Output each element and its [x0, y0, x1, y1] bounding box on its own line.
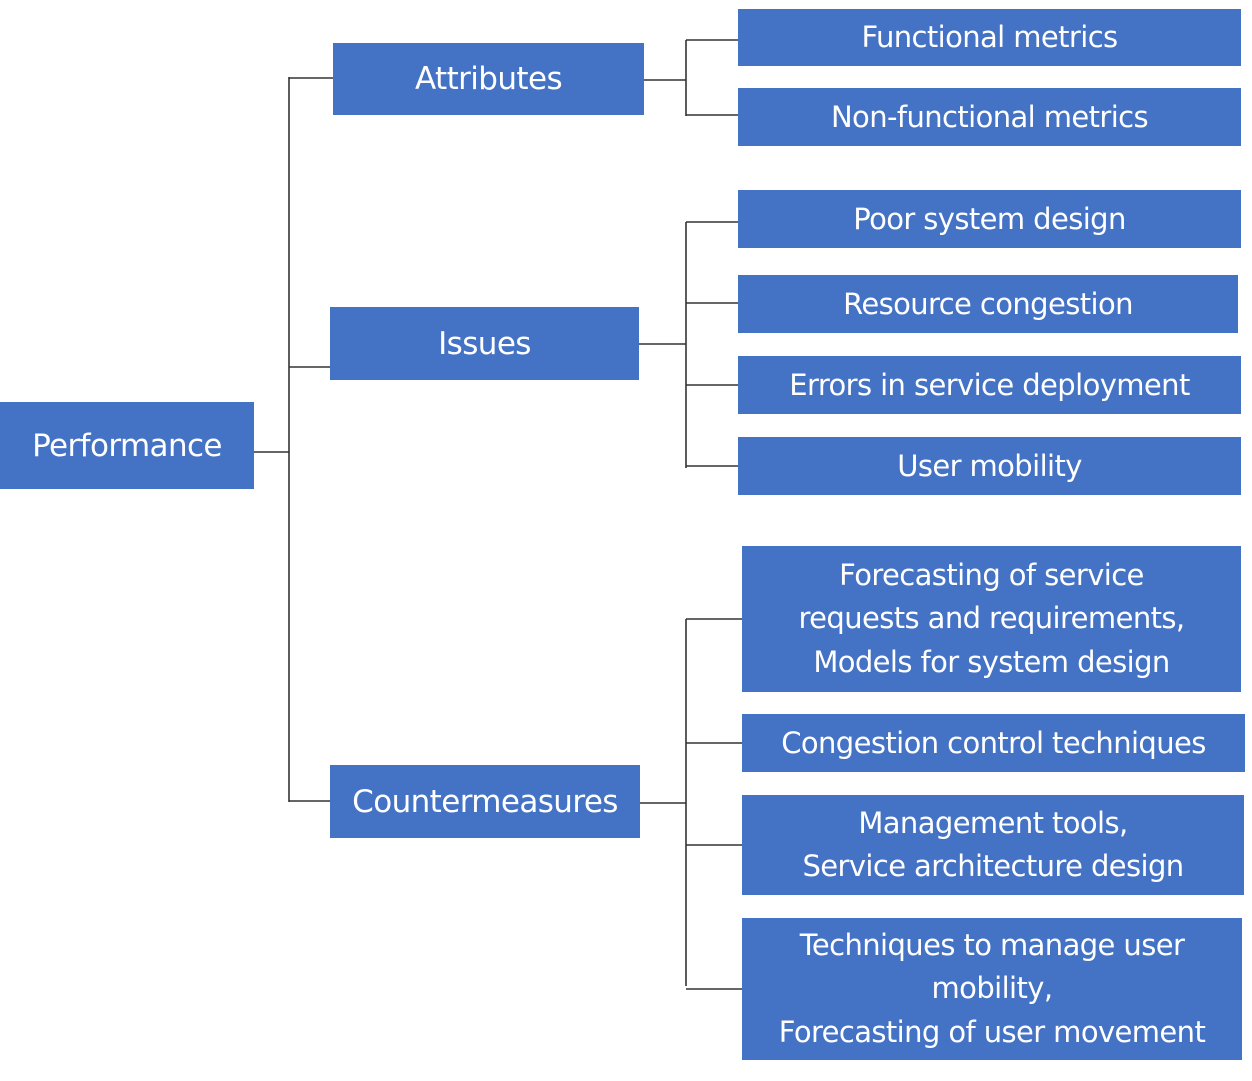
node-management-tools: Management tools, Service architecture d… — [742, 795, 1244, 895]
node-countermeasures-label: Countermeasures — [352, 783, 618, 820]
node-functional-metrics-label: Functional metrics — [861, 20, 1118, 55]
node-resource-congestion: Resource congestion — [738, 275, 1238, 333]
node-poor-system-design-label: Poor system design — [853, 201, 1126, 236]
node-forecasting-service-requests: Forecasting of service requests and requ… — [742, 546, 1241, 692]
node-issues: Issues — [330, 307, 639, 380]
node-non-functional-metrics-label: Non-functional metrics — [830, 99, 1149, 134]
node-errors-in-service-deployment-label: Errors in service deployment — [789, 367, 1190, 402]
node-user-mobility-label: User mobility — [897, 448, 1082, 483]
node-errors-in-service-deployment: Errors in service deployment — [738, 356, 1241, 414]
node-techniques-user-mobility: Techniques to manage user mobility, Fore… — [742, 918, 1242, 1060]
node-management-tools-label: Management tools, Service architecture d… — [802, 805, 1184, 884]
node-techniques-user-mobility-label: Techniques to manage user mobility, Fore… — [778, 927, 1206, 1049]
node-congestion-control-techniques: Congestion control techniques — [742, 714, 1245, 772]
node-non-functional-metrics: Non-functional metrics — [738, 88, 1241, 146]
node-poor-system-design: Poor system design — [738, 190, 1241, 248]
node-resource-congestion-label: Resource congestion — [843, 286, 1133, 321]
node-countermeasures: Countermeasures — [330, 765, 640, 838]
node-performance-label: Performance — [32, 427, 222, 464]
node-forecasting-service-requests-label: Forecasting of service requests and requ… — [798, 557, 1185, 679]
node-user-mobility: User mobility — [738, 437, 1241, 495]
node-attributes-label: Attributes — [414, 61, 563, 97]
node-attributes: Attributes — [333, 43, 644, 115]
node-performance: Performance — [0, 402, 254, 489]
node-congestion-control-techniques-label: Congestion control techniques — [781, 725, 1206, 760]
node-functional-metrics: Functional metrics — [738, 9, 1241, 66]
node-issues-label: Issues — [438, 325, 531, 362]
